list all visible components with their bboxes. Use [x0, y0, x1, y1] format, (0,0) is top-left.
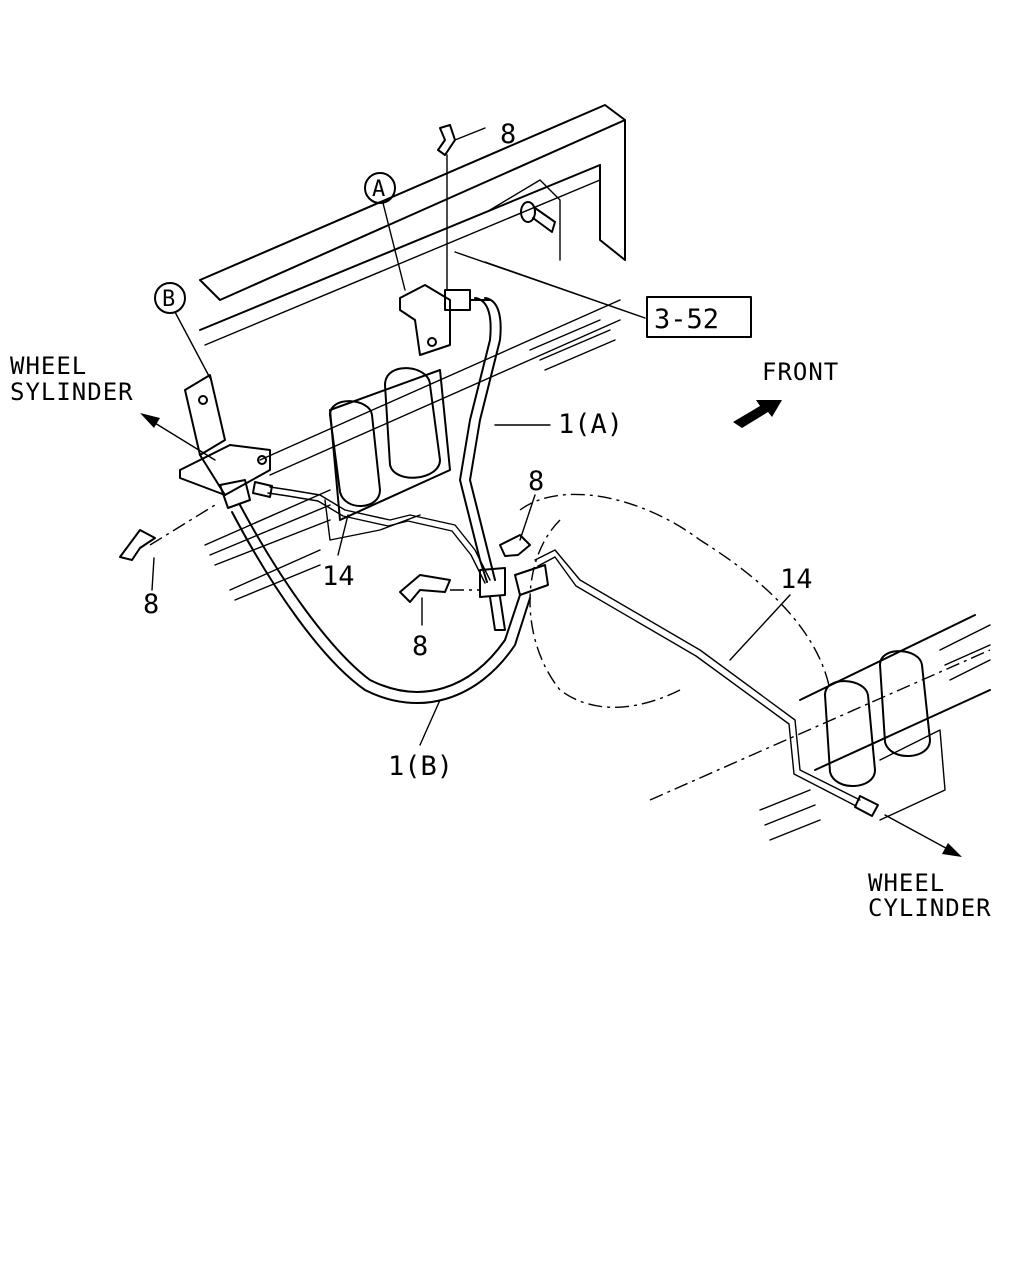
- hose-1b: [239, 504, 521, 693]
- brake-line-right: [534, 549, 861, 801]
- clip-top: [437, 124, 456, 291]
- differential-outline: [519, 493, 831, 709]
- callout-hose-b: 1(B): [388, 751, 453, 782]
- brake-line-left: [269, 486, 491, 581]
- bracket-a: [399, 284, 491, 356]
- callout-clip-right: 8: [528, 466, 544, 497]
- ref-box-outline: [646, 296, 752, 338]
- ref-box-label: 3-52: [654, 304, 719, 335]
- left-fitting: [219, 479, 251, 509]
- callout-clip-left: 8: [143, 589, 159, 620]
- callout-clip-center: 8: [412, 631, 428, 662]
- leader-lines: [151, 127, 791, 746]
- junction-block: [479, 564, 549, 631]
- wheel-cylinder-arrow-left: [140, 413, 216, 461]
- bracket-b: [179, 374, 271, 496]
- frame-stud: [520, 201, 556, 233]
- wheel-right-line1: WHEEL: [868, 869, 945, 897]
- wheel-right-line2: CYLINDER: [868, 894, 992, 922]
- wheel-cylinder-arrow-right: [884, 814, 962, 857]
- wheel-left-line1: WHEEL: [10, 352, 87, 380]
- wheel-left-line2: SYLINDER: [10, 378, 134, 406]
- axle-housing-left: [324, 367, 451, 541]
- axle-housing-right: [649, 614, 991, 841]
- clip-center: [399, 574, 480, 603]
- frame-rail: [199, 104, 626, 601]
- front-label: FRONT: [762, 358, 839, 386]
- callout-hose-a: 1(A): [558, 409, 623, 440]
- circle-a-outline: [364, 172, 396, 204]
- callout-clip-top: 8: [500, 119, 516, 150]
- circle-b-outline: [154, 282, 186, 314]
- clip-left: [119, 504, 216, 561]
- callout-line-left: 14: [322, 561, 355, 592]
- circle-a-label: A: [372, 177, 385, 202]
- callout-line-right: 14: [780, 564, 813, 595]
- circle-b-label: B: [162, 287, 175, 312]
- front-arrow-icon: [733, 400, 782, 428]
- hose-1a: [469, 297, 502, 581]
- clip-right: [499, 534, 531, 557]
